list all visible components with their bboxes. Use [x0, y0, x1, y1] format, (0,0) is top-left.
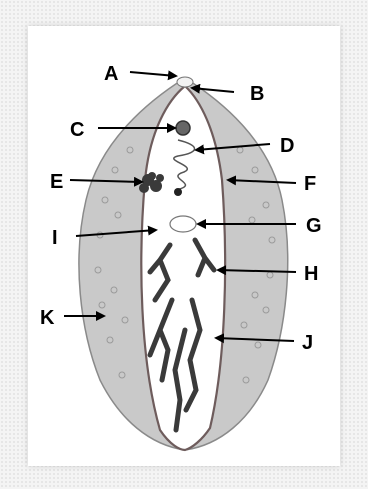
label-D: D: [280, 135, 294, 157]
label-A: A: [104, 63, 118, 85]
label-C: C: [70, 119, 84, 141]
arrow-A: [130, 72, 176, 76]
oral-sucker: [177, 77, 193, 87]
label-F: F: [304, 173, 316, 195]
label-K: K: [40, 307, 55, 329]
label-I: I: [52, 227, 58, 249]
label-B: B: [250, 83, 264, 105]
label-G: G: [306, 215, 322, 237]
genital-pore: [174, 188, 182, 196]
pharynx: [176, 121, 190, 135]
label-J: J: [302, 332, 313, 354]
label-H: H: [304, 263, 318, 285]
label-E: E: [50, 171, 63, 193]
